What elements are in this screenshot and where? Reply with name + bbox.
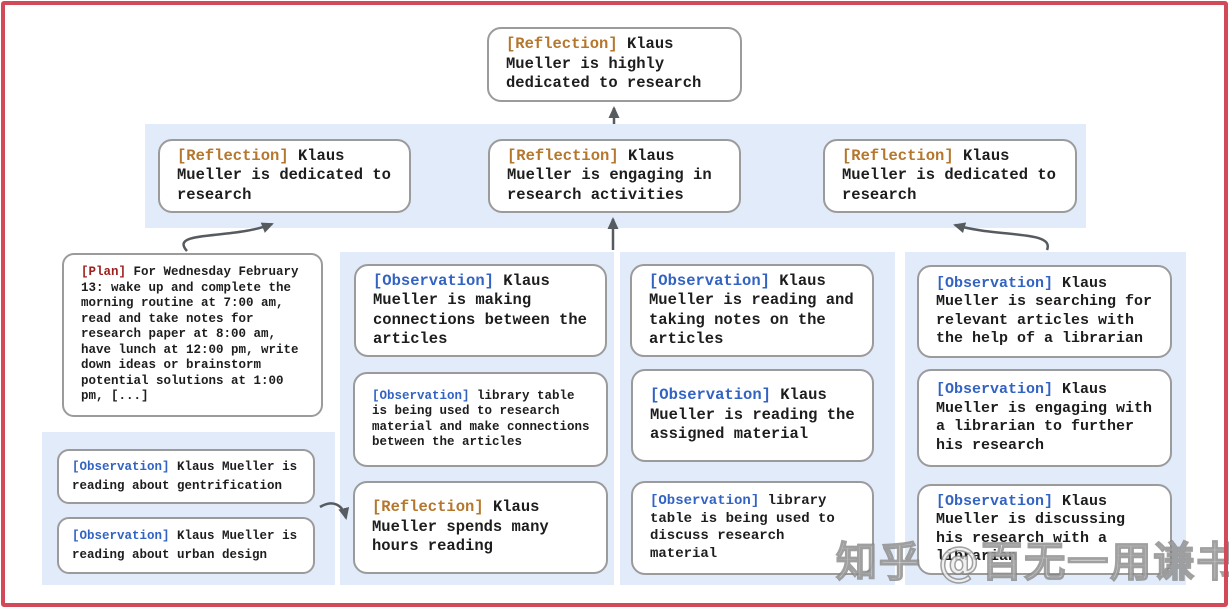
- observation-tag: [Observation]: [650, 493, 760, 509]
- node-text: Klaus Mueller is dedicated to research: [177, 146, 391, 204]
- node-text: Klaus Mueller is dedicated to research: [842, 146, 1056, 204]
- node-obs-library-discuss: [Observation]library table is being used…: [631, 481, 874, 575]
- zhihu-watermark: 知乎 @百无一用谦书生: [835, 537, 1229, 587]
- reflection-tag: [Reflection]: [507, 146, 619, 165]
- node-top-reflection: [Reflection]Klaus Mueller is highly dedi…: [487, 27, 742, 102]
- node-obs-library-research: [Observation]library table is being used…: [353, 372, 608, 467]
- arrow-col3-to-refl-right: [953, 222, 1049, 251]
- observation-tag: [Observation]: [373, 271, 494, 290]
- observation-tag: [Observation]: [72, 459, 170, 474]
- node-reflection-mid: [Reflection]Klaus Mueller is engaging in…: [488, 139, 741, 213]
- node-reflection-hours-reading: [Reflection]Klaus Mueller spends many ho…: [353, 481, 608, 574]
- node-reflection-right: [Reflection]Klaus Mueller is dedicated t…: [823, 139, 1077, 213]
- node-text: Klaus Mueller is discussing his research…: [936, 492, 1126, 566]
- node-text: library table is being used to discuss r…: [650, 493, 835, 562]
- node-plan: [Plan]For Wednesday February 13: wake up…: [62, 253, 323, 417]
- node-text: For Wednesday February 13: wake up and c…: [81, 265, 299, 404]
- reflection-tag: [Reflection]: [842, 146, 954, 165]
- reflection-tag: [Reflection]: [177, 146, 289, 165]
- observation-tag: [Observation]: [649, 271, 770, 290]
- node-obs-assigned: [Observation]Klaus Mueller is reading th…: [631, 369, 874, 462]
- node-obs-engaging-librarian: [Observation]Klaus Mueller is engaging w…: [917, 369, 1172, 467]
- observation-tag: [Observation]: [936, 492, 1054, 510]
- node-text: Klaus Mueller is highly dedicated to res…: [506, 35, 702, 93]
- node-obs-taking-notes: [Observation]Klaus Mueller is reading an…: [630, 264, 874, 357]
- node-text: library table is being used to research …: [372, 388, 590, 450]
- node-text: Klaus Mueller is reading about gentrific…: [72, 459, 298, 493]
- reflection-tag: [Reflection]: [372, 498, 484, 517]
- node-reflection-left: [Reflection]Klaus Mueller is dedicated t…: [158, 139, 411, 213]
- node-text: Klaus Mueller is reading about urban des…: [72, 528, 298, 562]
- node-text: Klaus Mueller spends many hours reading: [372, 498, 549, 556]
- node-text: Klaus Mueller is engaging with a librari…: [936, 381, 1153, 454]
- node-obs-connections: [Observation]Klaus Mueller is making con…: [354, 264, 607, 357]
- node-text: Klaus Mueller is reading and taking note…: [649, 271, 854, 349]
- node-text: Klaus Mueller is searching for relevant …: [936, 274, 1153, 348]
- node-obs-urban-design: [Observation]Klaus Mueller is reading ab…: [57, 517, 315, 574]
- plan-tag: [Plan]: [81, 265, 127, 280]
- observation-tag: [Observation]: [72, 528, 170, 543]
- node-obs-gentrification: [Observation]Klaus Mueller is reading ab…: [57, 449, 315, 504]
- node-text: Klaus Mueller is reading the assigned ma…: [650, 386, 855, 444]
- observation-tag: [Observation]: [650, 386, 771, 405]
- observation-tag: [Observation]: [372, 388, 470, 403]
- node-text: Klaus Mueller is making connections betw…: [373, 271, 587, 349]
- node-obs-searching: [Observation]Klaus Mueller is searching …: [917, 265, 1172, 358]
- reflection-tag: [Reflection]: [506, 35, 618, 54]
- node-text: Klaus Mueller is engaging in research ac…: [507, 146, 712, 204]
- arrow-plan-to-refl-left: [182, 222, 274, 252]
- node-obs-discussing: [Observation]Klaus Mueller is discussing…: [917, 484, 1172, 575]
- observation-tag: [Observation]: [936, 274, 1054, 292]
- observation-tag: [Observation]: [936, 381, 1054, 398]
